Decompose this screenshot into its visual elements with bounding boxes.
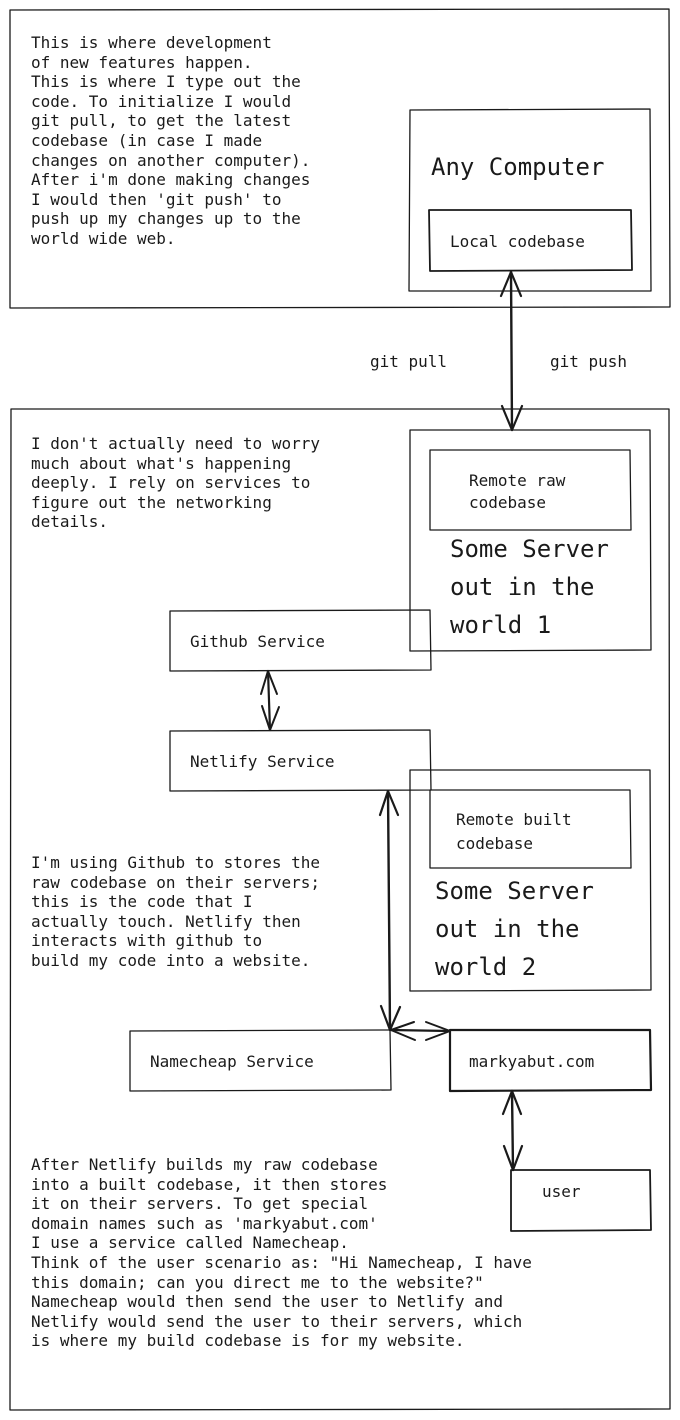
box-remote-raw	[429, 449, 632, 531]
label-user: user	[542, 1182, 581, 1201]
label-domain: markyabut.com	[469, 1052, 595, 1071]
box-server-1	[409, 429, 652, 652]
arrow-github-netlify-heads	[260, 670, 280, 731]
label-server-2: Some Server out in the world 2	[435, 877, 594, 981]
label-any-computer: Any Computer	[431, 153, 605, 181]
label-remote-built: Remote built codebase	[456, 810, 572, 853]
arrow-namecheap-domain	[389, 1028, 452, 1033]
box-remote-built	[429, 789, 632, 869]
label-netlify-service: Netlify Service	[190, 752, 335, 771]
box-any-computer	[408, 108, 652, 292]
box-local-codebase	[428, 209, 633, 272]
arrow-github-netlify	[266, 669, 272, 732]
arrow-git-head-up	[499, 270, 523, 298]
box-domain	[448, 1028, 653, 1093]
arrow-git	[509, 270, 514, 432]
arrow-git-head-down	[500, 404, 524, 432]
label-remote-raw: Remote raw codebase	[469, 471, 566, 512]
edge-label-git-pull: git pull	[370, 352, 448, 371]
arrow-domain-user	[510, 1089, 515, 1172]
note-development: This is where development of new feature…	[31, 33, 311, 248]
box-namecheap-service	[129, 1029, 392, 1092]
box-server-2	[409, 769, 652, 992]
label-server-1: Some Server out in the world 1	[450, 535, 609, 639]
arrow-namecheap-domain-heads	[390, 1021, 451, 1041]
note-netlify: After Netlify builds my raw codebase int…	[31, 1155, 532, 1351]
note-services: I don't actually need to worry much abou…	[31, 434, 320, 532]
frame-local	[9, 8, 671, 309]
box-user	[510, 1169, 652, 1232]
edge-label-git-push: git push	[550, 352, 628, 371]
arrow-netlify-namecheap	[386, 789, 392, 1032]
label-github-service: Github Service	[190, 632, 325, 651]
note-github: I'm using Github to stores the raw codeb…	[31, 853, 320, 970]
label-namecheap-service: Namecheap Service	[150, 1052, 314, 1071]
label-local-codebase: Local codebase	[450, 232, 585, 251]
arrow-domain-user-heads	[501, 1089, 524, 1172]
frame-remote	[9, 408, 671, 1411]
box-github-service	[169, 609, 432, 672]
